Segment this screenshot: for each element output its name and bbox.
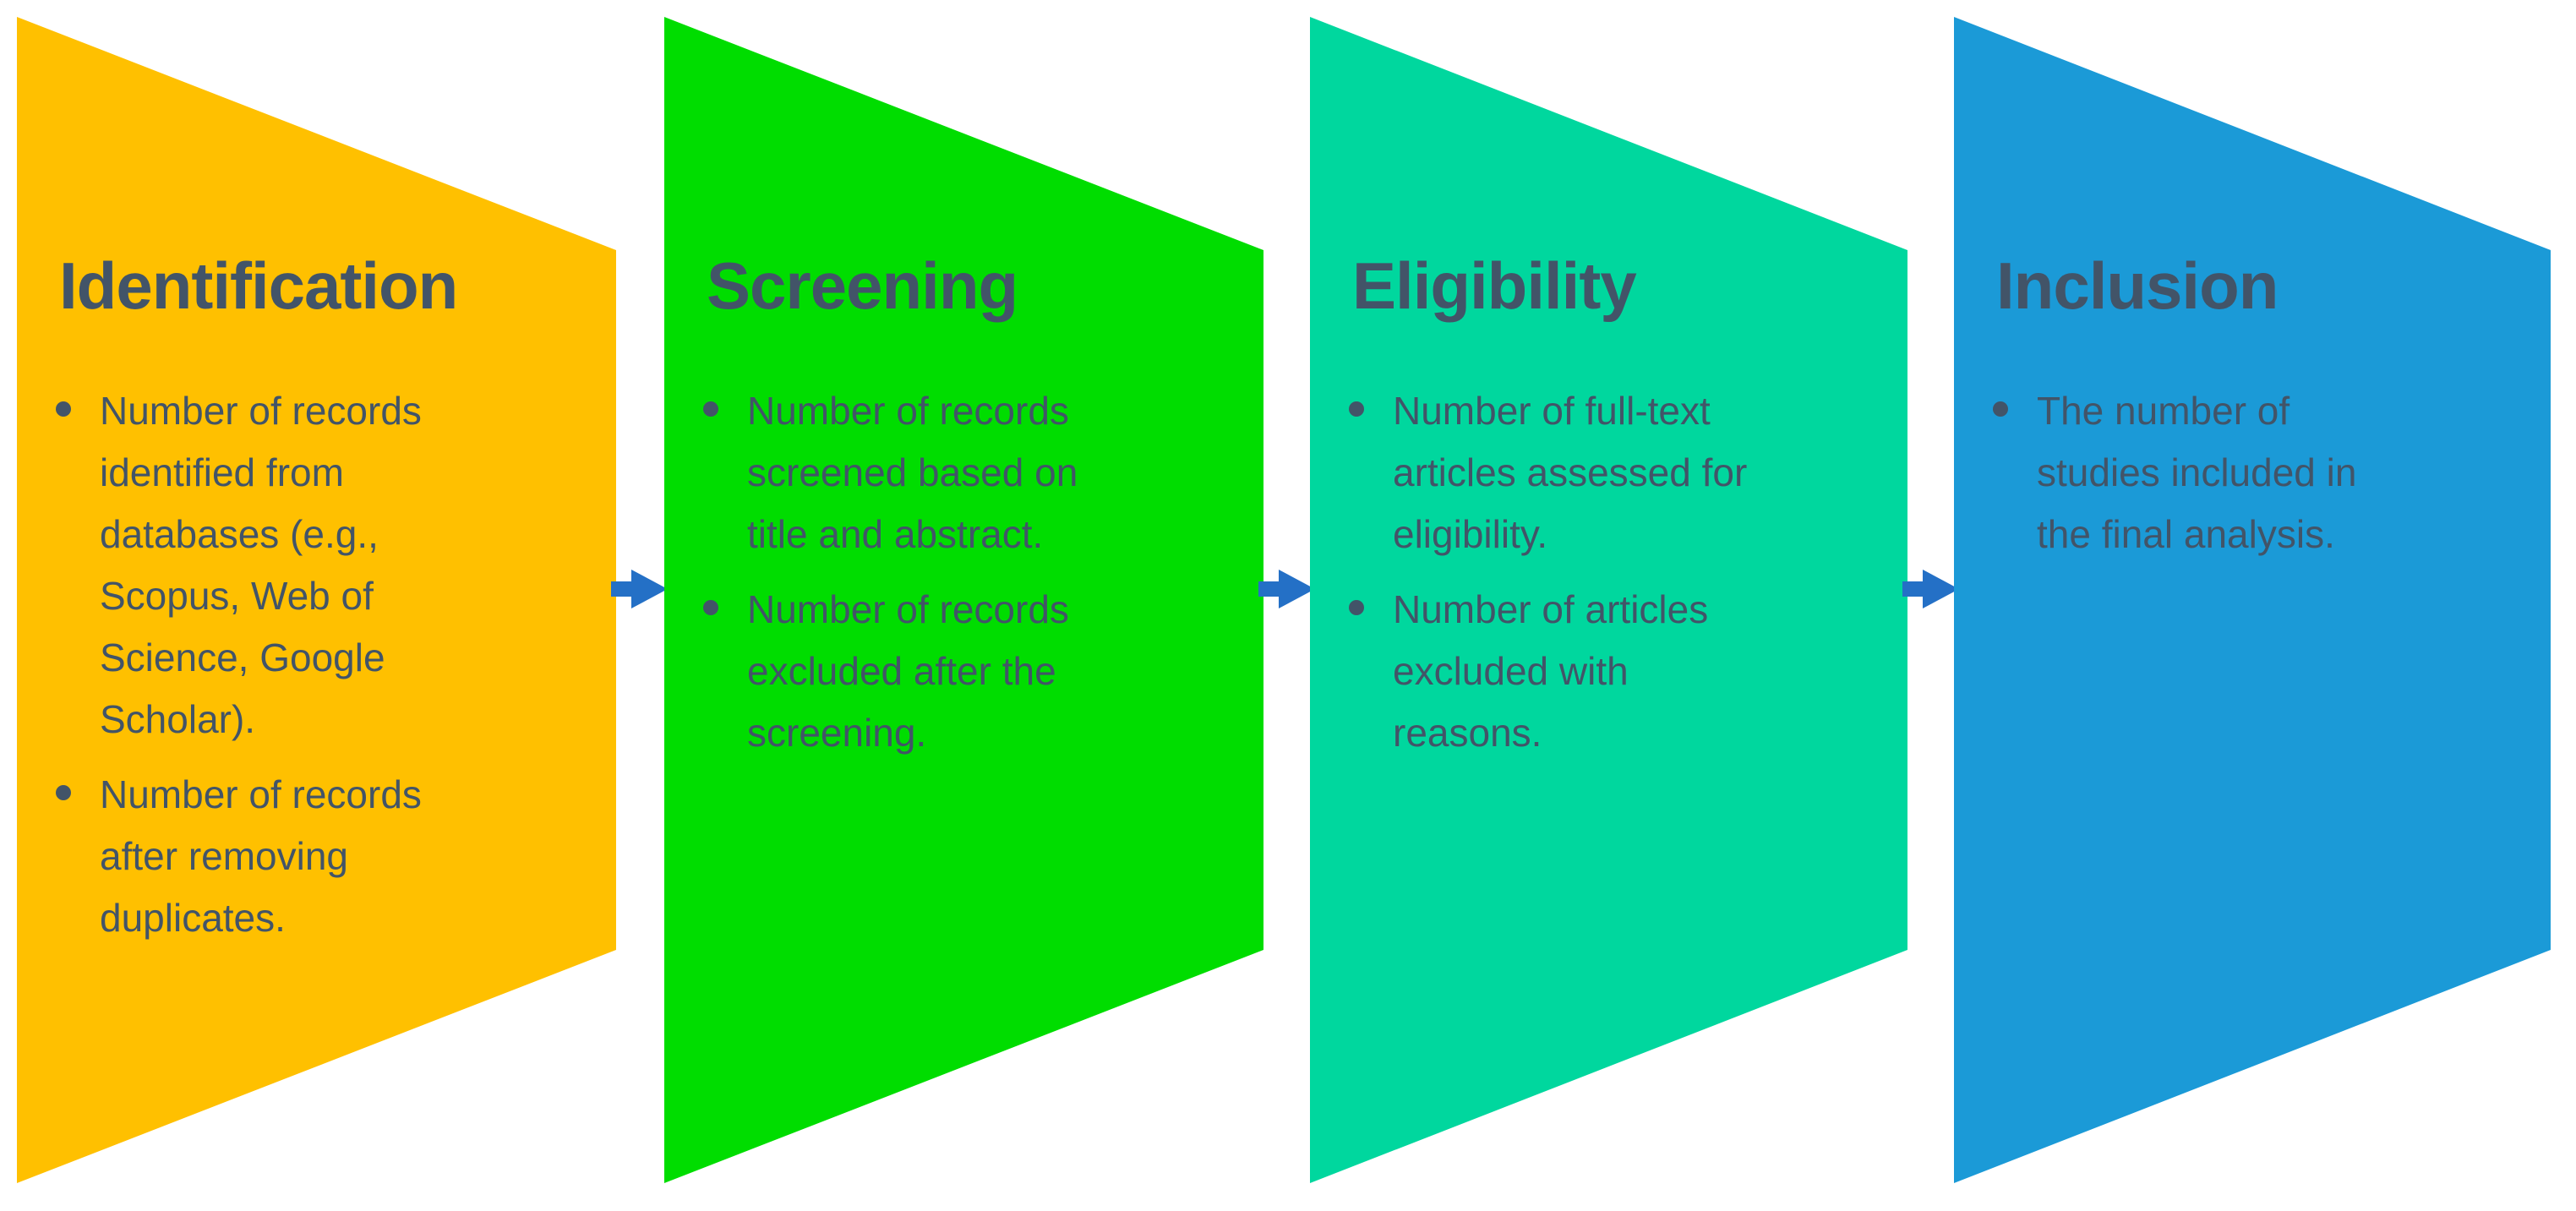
bullet-dot-icon xyxy=(56,785,71,800)
stage-inclusion-title: Inclusion xyxy=(1996,248,2279,323)
list-item: The number of studies included in the fi… xyxy=(1993,380,2537,565)
stage-identification: Identification Number of records identif… xyxy=(17,17,616,1183)
stage-eligibility-title: Eligibility xyxy=(1352,248,1637,323)
stage-screening-bullets: Number of records screened based on titl… xyxy=(703,380,1250,764)
bullet-text: Number of records excluded after the scr… xyxy=(747,587,1069,755)
bullet-dot-icon xyxy=(1349,401,1364,417)
bullet-dot-icon xyxy=(56,401,71,417)
bullet-text: The number of studies included in the fi… xyxy=(2037,389,2357,556)
bullet-text: Number of records screened based on titl… xyxy=(747,389,1078,556)
stage-screening: Screening Number of records screened bas… xyxy=(664,17,1263,1183)
stage-inclusion-bullets: The number of studies included in the fi… xyxy=(1993,380,2537,565)
list-item: Number of articles excluded with reasons… xyxy=(1349,579,1894,764)
bullet-text: Number of records identified from databa… xyxy=(100,389,422,741)
list-item: Number of full-text articles assessed fo… xyxy=(1349,380,1894,565)
bullet-dot-icon xyxy=(703,600,718,615)
stage-eligibility: Eligibility Number of full-text articles… xyxy=(1310,17,1907,1183)
right-arrow-icon xyxy=(1902,570,1959,608)
bullet-text: Number of articles excluded with reasons… xyxy=(1393,587,1709,755)
bullet-dot-icon xyxy=(1993,401,2008,417)
bullet-text: Number of records after removing duplica… xyxy=(100,772,422,940)
bullet-text: Number of full-text articles assessed fo… xyxy=(1393,389,1748,556)
right-arrow-icon xyxy=(1258,570,1315,608)
right-arrow-icon xyxy=(611,570,668,608)
bullet-dot-icon xyxy=(1349,600,1364,615)
stage-eligibility-bullets: Number of full-text articles assessed fo… xyxy=(1349,380,1894,764)
list-item: Number of records screened based on titl… xyxy=(703,380,1250,565)
list-item: Number of records after removing duplica… xyxy=(56,764,603,949)
bullet-dot-icon xyxy=(703,401,718,417)
stage-identification-bullets: Number of records identified from databa… xyxy=(56,380,603,949)
stage-identification-title: Identification xyxy=(59,248,458,323)
list-item: Number of records identified from databa… xyxy=(56,380,603,750)
list-item: Number of records excluded after the scr… xyxy=(703,579,1250,764)
stage-screening-title: Screening xyxy=(707,248,1018,323)
stage-inclusion: Inclusion The number of studies included… xyxy=(1954,17,2551,1183)
